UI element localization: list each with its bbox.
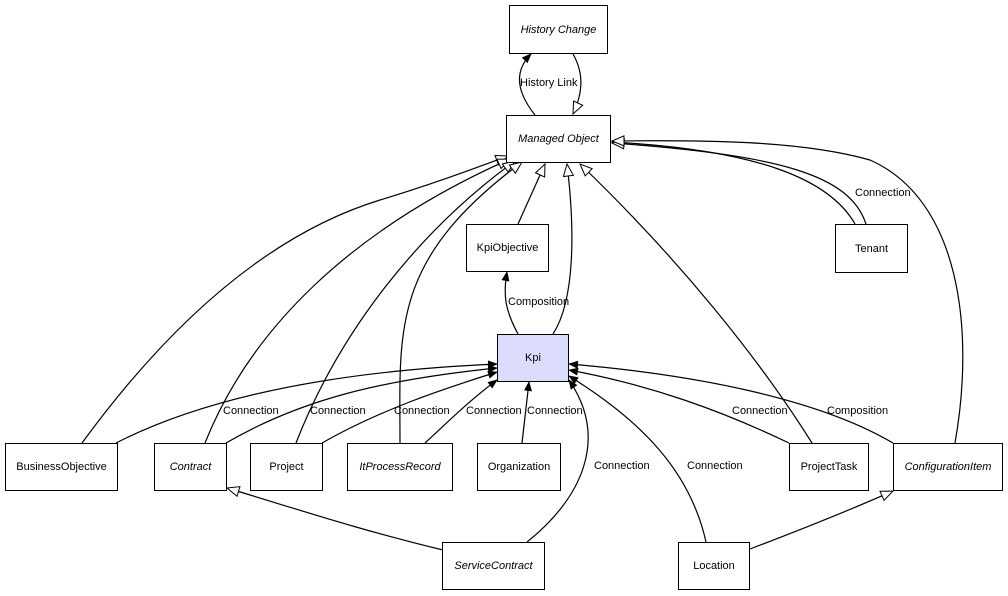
node-service-contract[interactable]: ServiceContract bbox=[442, 542, 545, 590]
node-project[interactable]: Project bbox=[250, 443, 323, 491]
edge-history-link bbox=[518, 53, 536, 116]
edge-itpr-connection bbox=[424, 379, 498, 444]
edge-sc-connection bbox=[526, 379, 589, 543]
edge-kpi-composition bbox=[501, 271, 519, 335]
node-label: Project bbox=[269, 461, 304, 473]
edge-label-history-link: History Link bbox=[520, 77, 578, 89]
edge-label-tenant-connection: Connection bbox=[855, 187, 911, 199]
node-label: Location bbox=[693, 560, 735, 572]
node-contract[interactable]: Contract bbox=[154, 443, 227, 491]
node-it-process-record[interactable]: ItProcessRecord bbox=[347, 443, 453, 491]
node-label: Managed Object bbox=[518, 133, 599, 145]
edge-label-org-connection: Connection bbox=[527, 405, 583, 417]
edge-location-connection bbox=[568, 375, 707, 543]
edge-label-itpr-connection: Connection bbox=[466, 405, 522, 417]
edge-contract-connection bbox=[225, 364, 498, 444]
edge-kpiobj-inherit bbox=[517, 164, 546, 225]
edge-kpi-inherit bbox=[552, 164, 572, 335]
node-label: ProjectTask bbox=[800, 461, 858, 473]
edge-tenant-1 bbox=[611, 138, 856, 225]
node-label: Organization bbox=[487, 461, 551, 473]
edge-project-connection bbox=[321, 370, 498, 444]
node-organization[interactable]: Organization bbox=[477, 443, 561, 491]
node-business-objective[interactable]: BusinessObjective bbox=[5, 443, 118, 491]
node-history-change[interactable]: History Change bbox=[509, 5, 608, 54]
edge-tenant-2 bbox=[612, 143, 867, 225]
edge-label-bo-connection: Connection bbox=[223, 405, 279, 417]
edge-ci-composition bbox=[568, 360, 894, 444]
edge-bo-connection bbox=[115, 360, 498, 444]
edge-history-inherit bbox=[573, 53, 581, 114]
edge-label-location-connection: Connection bbox=[687, 460, 743, 472]
edge-label-kpi-composition: Composition bbox=[508, 296, 570, 308]
edge-pt-connection bbox=[568, 367, 790, 444]
edge-ci-inherit bbox=[612, 141, 964, 444]
edge-label-contract-connection: Connection bbox=[310, 405, 366, 417]
edge-contract-inherit bbox=[204, 158, 510, 444]
node-label: BusinessObjective bbox=[16, 461, 107, 473]
edge-bo-inherit bbox=[81, 156, 508, 444]
node-tenant[interactable]: Tenant bbox=[835, 224, 908, 273]
edge-label-sc-connection: Connection bbox=[594, 460, 650, 472]
edge-itpr-inherit bbox=[399, 162, 522, 444]
node-label: Tenant bbox=[854, 242, 889, 255]
node-label: KpiObjective bbox=[476, 242, 539, 254]
node-kpi-objective[interactable]: KpiObjective bbox=[466, 224, 549, 272]
edge-projecttask-inherit bbox=[580, 164, 813, 444]
node-label: Kpi bbox=[525, 352, 541, 364]
edge-location-ci-inherit bbox=[749, 490, 893, 550]
node-kpi[interactable]: Kpi bbox=[497, 334, 569, 382]
node-label: ConfigurationItem bbox=[904, 461, 992, 473]
node-configuration-item[interactable]: ConfigurationItem bbox=[893, 443, 1003, 491]
edge-label-project-connection: Connection bbox=[394, 405, 450, 417]
node-label: History Change bbox=[520, 23, 597, 36]
node-label: ServiceContract bbox=[454, 560, 533, 572]
edge-org-connection bbox=[521, 381, 532, 444]
edge-label-ci-composition: Composition bbox=[827, 405, 889, 417]
node-project-task[interactable]: ProjectTask bbox=[789, 443, 869, 491]
edge-label-pt-connection: Connection bbox=[732, 405, 788, 417]
edge-project-inherit bbox=[295, 161, 515, 444]
node-managed-object[interactable]: Managed Object bbox=[506, 115, 611, 163]
node-label: ItProcessRecord bbox=[359, 461, 441, 473]
node-label: Contract bbox=[169, 461, 212, 473]
edge-sc-contract-inherit bbox=[227, 488, 444, 551]
node-location[interactable]: Location bbox=[678, 542, 750, 590]
